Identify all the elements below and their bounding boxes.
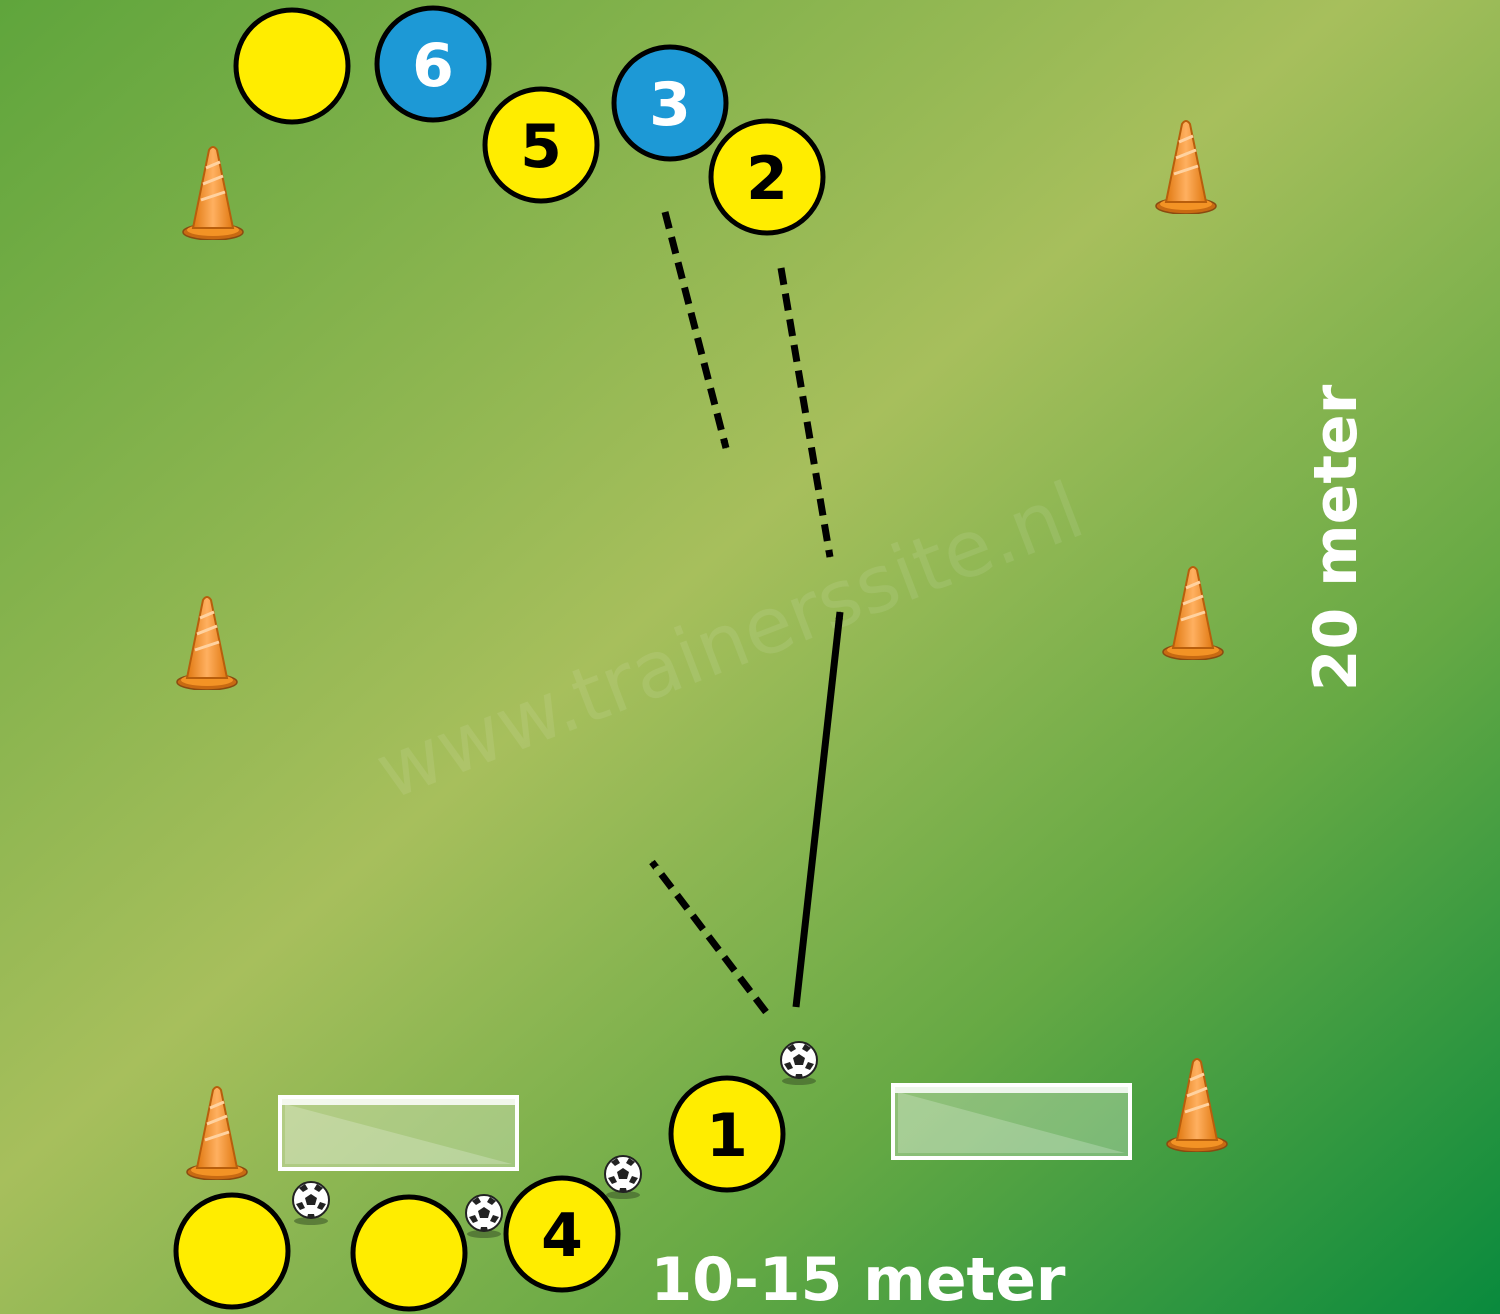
player-1: 1 (668, 1075, 786, 1193)
player-unnumbered (173, 1192, 291, 1310)
player-number: 2 (746, 144, 788, 214)
run-arrow-left (661, 211, 730, 449)
ball-icon (465, 1194, 503, 1239)
player-number: 3 (649, 70, 691, 140)
player-2: 2 (708, 118, 826, 236)
ball-icon (780, 1041, 818, 1086)
right-mini-goal (891, 1083, 1132, 1160)
player-number: 5 (520, 112, 562, 182)
player-unnumbered (350, 1194, 468, 1312)
run-arrow-right (777, 267, 834, 558)
width-label: 10-15 meter (651, 1245, 1066, 1314)
length-label: 20 meter (1301, 384, 1371, 691)
player-4: 4 (503, 1175, 621, 1293)
ball-icon (604, 1155, 642, 1200)
pass-arrow (792, 611, 844, 1008)
player-5: 5 (482, 86, 600, 204)
player-3: 3 (611, 44, 729, 162)
player-6: 6 (374, 5, 492, 123)
left-mini-goal (278, 1095, 519, 1171)
player-number: 4 (541, 1201, 583, 1271)
player-unnumbered (233, 7, 351, 125)
player-number: 1 (706, 1101, 748, 1171)
player-number: 6 (412, 31, 454, 101)
run-arrow-diagonal (649, 859, 769, 1015)
ball-icon (292, 1181, 330, 1226)
